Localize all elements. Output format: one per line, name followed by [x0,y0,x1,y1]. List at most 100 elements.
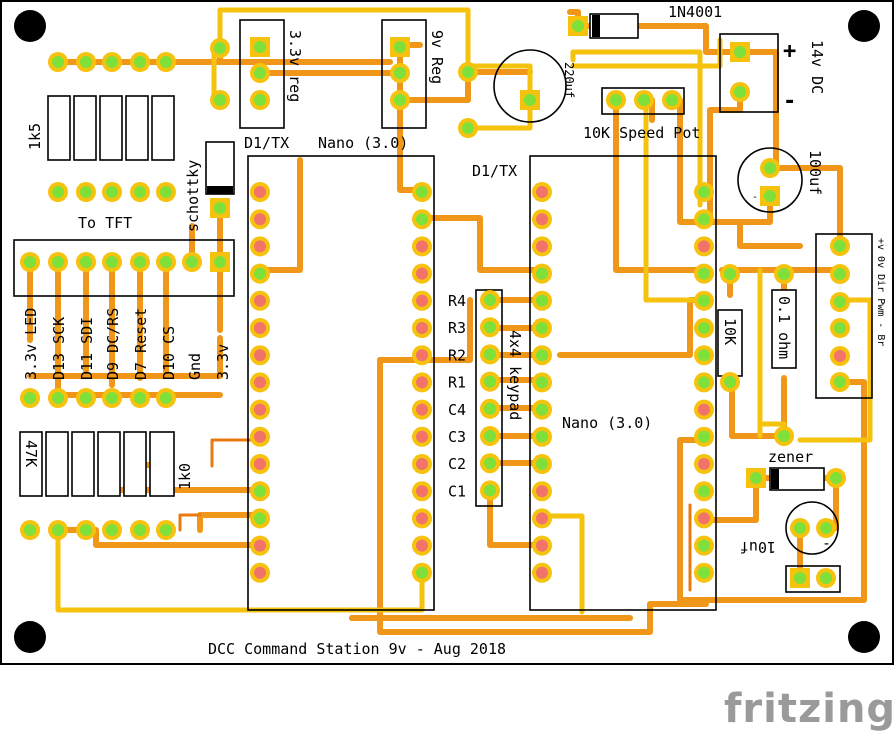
pad [694,318,714,338]
keypad-row-label: R3 [448,319,466,337]
pad [830,264,850,284]
pad [694,182,714,202]
pad [210,38,230,58]
pad [250,318,270,338]
pad [20,252,40,272]
pad [694,426,714,447]
pad [130,388,150,408]
pad [250,481,270,502]
pad [390,63,410,83]
pad [76,252,96,272]
pad [250,426,270,447]
pad [250,263,270,284]
pad [250,290,270,311]
pad [412,345,432,366]
schottky-label: schottky [184,160,202,232]
cap220-label: 220uf [562,62,576,98]
pad [48,52,68,72]
speed-pot-label: 10K Speed Pot [583,124,700,142]
nano-left: D1/TX Nano (3.0) [244,134,435,611]
nano-left-label: Nano (3.0) [318,134,408,152]
pad [412,508,432,529]
pad [520,90,540,110]
pad [76,52,96,72]
pad [730,82,750,102]
pad [694,481,714,502]
pad [390,90,410,110]
pad [130,252,150,272]
pad [694,209,714,230]
pad [458,62,478,82]
pad [20,388,40,408]
resistor-0r1: 0.1 ohm [771,289,797,369]
pad [760,158,780,178]
cap-10uf: - 10uf [740,501,841,593]
pad [694,399,714,420]
pad [730,42,750,62]
pad [412,209,432,230]
r1k0-label: 1k0 [176,463,194,490]
pad [532,209,552,230]
resistor-10k: 10K [717,309,743,377]
pad [390,37,410,57]
pad [720,264,740,284]
pad [412,399,432,420]
tft-pin-label: 3.3v LED [22,308,40,380]
cap100-label: 100uf [806,150,824,195]
pad [412,481,432,502]
pad [412,372,432,393]
pad [250,90,270,110]
cap10-minus: - [822,534,831,552]
pad [102,520,122,540]
pad [182,252,202,272]
pad [250,182,270,202]
pad [48,520,68,540]
pad [412,290,432,311]
pad [250,63,270,83]
pad [250,535,270,556]
pad [102,182,122,202]
pad [830,236,850,256]
keypad-label: 4x4 keypad [506,330,524,420]
pad [250,372,270,393]
pad [210,198,230,218]
tft-pin-label: D10 CS [160,326,178,380]
pad [694,345,714,366]
cap100-minus: - [752,192,758,203]
pad [774,264,794,284]
pad [156,182,176,202]
keypad-row-label: R4 [448,292,466,310]
r10k-label: 10K [721,318,739,345]
pad [532,426,552,447]
pad [102,252,122,272]
pad [480,371,500,392]
r01-label: 0.1 ohm [775,296,793,359]
nano-right: D1/TX Nano (3.0) [472,155,717,611]
pad [250,345,270,366]
zener-label: zener [768,448,813,466]
reg-3v3: 3.3v reg [239,19,304,129]
pad [48,388,68,408]
pad [156,52,176,72]
pad [816,518,836,538]
nano-left-d1tx: D1/TX [244,134,289,152]
pad [412,182,432,202]
nano-right-label: Nano (3.0) [562,414,652,432]
reg9-label: 9v Reg [428,30,446,84]
pad [606,90,626,110]
board-title: DCC Command Station 9v - Aug 2018 [208,640,506,658]
pad [156,388,176,408]
pad [76,520,96,540]
pad [694,236,714,257]
pad [830,292,850,312]
pad [694,562,714,583]
pad [210,90,230,110]
pad [830,318,850,338]
pad [20,520,40,540]
pad [130,182,150,202]
pad [250,508,270,529]
pad [532,263,552,284]
pad [532,399,552,420]
pad [830,372,850,392]
